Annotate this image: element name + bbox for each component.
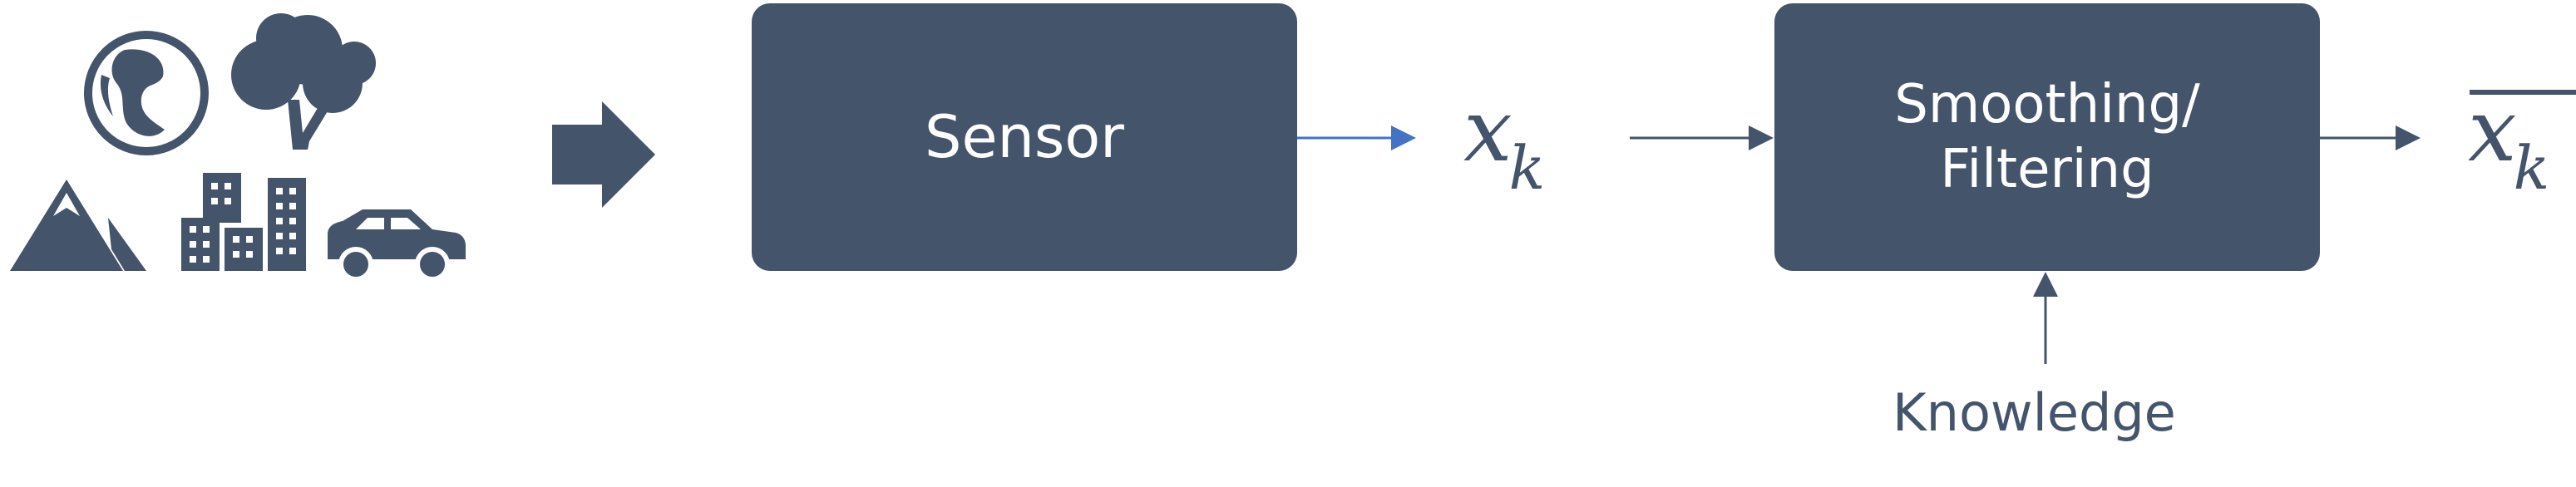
estimate-symbol: xk xyxy=(2468,80,2553,203)
estimate-subscript: k xyxy=(2513,133,2550,203)
knowledge-label: Knowledge xyxy=(1893,382,2176,443)
filter-label-line1: Smoothing/ xyxy=(1894,73,2200,135)
sensor-label: Sensor xyxy=(925,103,1124,171)
globe-icon xyxy=(84,31,209,155)
filter-label-line2: Filtering xyxy=(1940,139,2154,200)
measurement-symbol: xk xyxy=(1463,80,1548,203)
block-arrow-icon xyxy=(552,101,655,208)
mountain-icon xyxy=(10,180,146,271)
car-icon xyxy=(328,209,466,282)
buildings-icon xyxy=(181,173,306,271)
estimate-overline xyxy=(2470,90,2576,95)
measurement-subscript: k xyxy=(1508,133,1546,203)
estimate-x: x xyxy=(2468,80,2517,181)
smoothing-filtering-box: Smoothing/ Filtering xyxy=(1774,3,2320,271)
measurement-x: x xyxy=(1463,80,1513,181)
filter-label: Smoothing/ Filtering xyxy=(1894,72,2199,202)
sensor-box: Sensor xyxy=(752,3,1297,271)
tree-icon xyxy=(231,13,376,150)
